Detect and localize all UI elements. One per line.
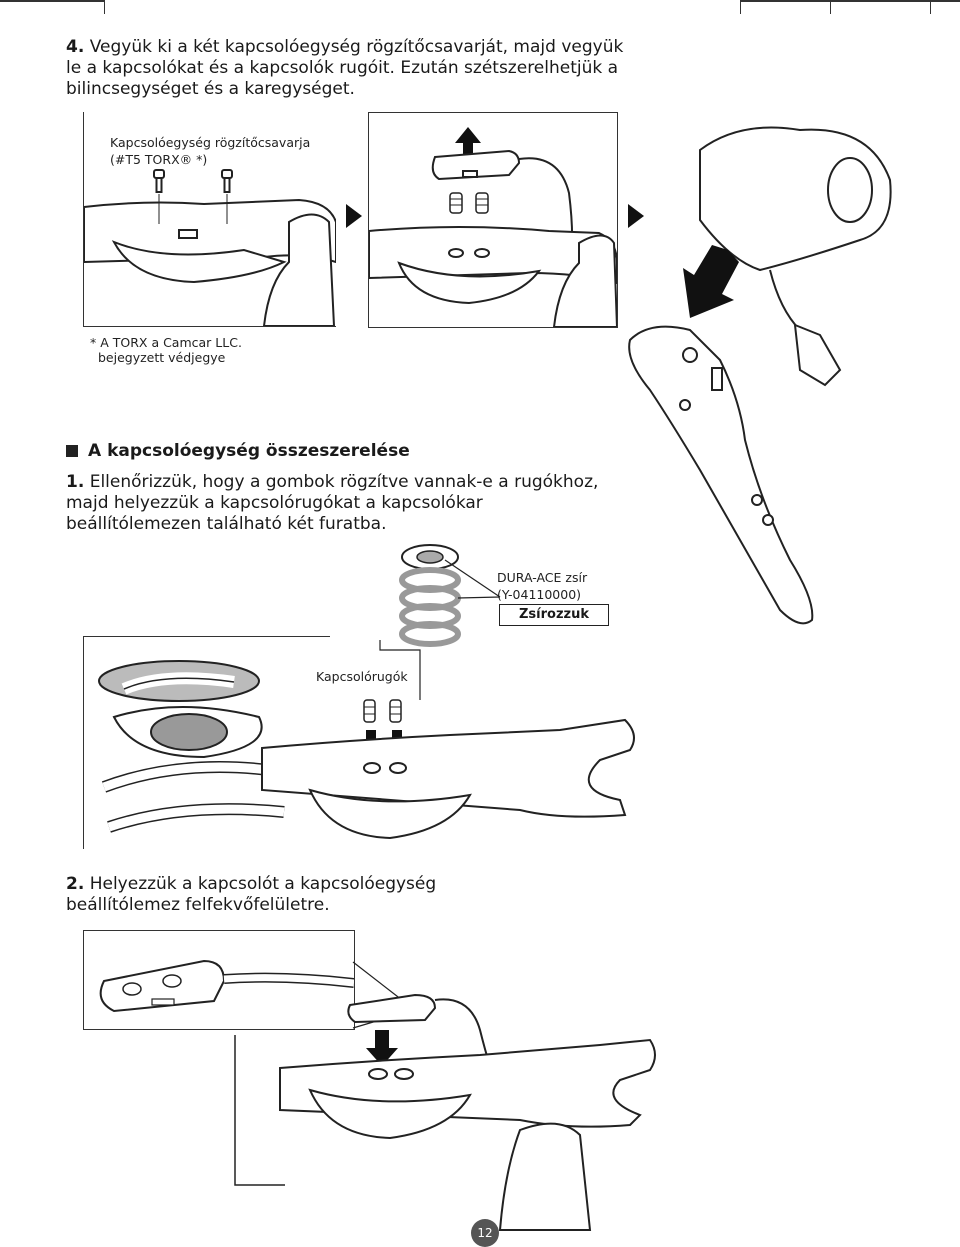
footnote-line1: * A TORX a Camcar LLC. — [90, 335, 242, 350]
step-2-number: 2. — [66, 874, 85, 894]
step-4-text: 4. Vegyük ki a két kapcsolóegység rögzít… — [66, 37, 626, 100]
spring-closeup-drawing — [98, 660, 285, 833]
lever-drawing-2 — [369, 127, 617, 327]
step-1-number: 1. — [66, 472, 85, 492]
screw-icon — [221, 169, 233, 193]
figure-spring-closeup — [83, 636, 330, 849]
step-2-text: 2. Helyezzük a kapcsolót a kapcsolóegysé… — [66, 874, 506, 916]
spring-icon — [399, 544, 461, 647]
grease-action-box: Zsírozzuk — [499, 604, 609, 626]
springs-label: Kapcsolórugók — [316, 669, 408, 684]
spring-icon — [449, 192, 463, 214]
figure-switch-placement — [83, 930, 355, 1030]
grease-name: DURA-ACE zsír — [497, 570, 588, 585]
spring-icon — [389, 699, 402, 723]
step-4-body: Vegyük ki a két kapcsolóegység rögzítőcs… — [66, 37, 624, 99]
screw-icon — [153, 169, 165, 193]
footnote-line2: bejegyzett védjegye — [98, 350, 226, 365]
section-title: A kapcsolóegység összeszerelése — [88, 441, 410, 461]
step-1-text: 1. Ellenőrizzük, hogy a gombok rögzítve … — [66, 472, 606, 535]
spring-icon — [363, 699, 376, 723]
figure-springs-removal — [368, 112, 618, 328]
step-2-body: Helyezzük a kapcsolót a kapcsolóegység b… — [66, 874, 437, 915]
step-4-number: 4. — [66, 37, 85, 57]
lever-drawing-1 — [84, 169, 336, 326]
arrow-up-icon — [455, 127, 481, 157]
bullet-square-icon — [66, 445, 78, 457]
section-heading: A kapcsolóegység összeszerelése — [66, 441, 410, 461]
spring-icon — [475, 192, 489, 214]
arrow-down-icon — [366, 1030, 398, 1066]
figure-screw-removal: Kapcsolóegység rögzítőcsavarja (#T5 TORX… — [83, 112, 336, 327]
switch-closeup-drawing — [99, 959, 354, 1013]
screw-label-line1: Kapcsolóegység rögzítőcsavarja — [110, 135, 311, 150]
arrow-down-icon — [683, 245, 739, 318]
step-1-body: Ellenőrizzük, hogy a gombok rögzítve van… — [66, 472, 599, 534]
grease-label: DURA-ACE zsír (Y-04110000) — [497, 569, 587, 603]
top-rule — [0, 0, 960, 16]
grease-code: (Y-04110000) — [497, 587, 582, 602]
page-number: 12 — [471, 1219, 499, 1247]
screw-label-line2: (#T5 TORX® *) — [110, 152, 208, 167]
